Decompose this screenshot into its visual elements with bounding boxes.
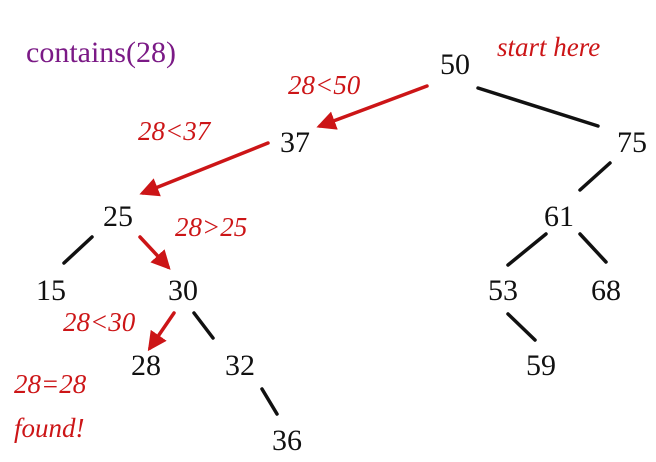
node-28: 28: [131, 349, 161, 382]
result-found-label: found!: [14, 413, 85, 443]
edge-32-36: [260, 387, 279, 416]
tree-edges: [62, 86, 612, 416]
annotations: start here 28<50 28<37 28>25 28<30 28=28…: [14, 32, 600, 443]
edge-30-32: [192, 311, 215, 340]
node-25: 25: [103, 200, 133, 233]
compare-28-50: 28<50: [288, 70, 361, 100]
arrow-37-to-25: [139, 141, 270, 197]
node-50: 50: [440, 48, 470, 81]
arrow-50-to-37: [316, 84, 429, 130]
node-32: 32: [225, 349, 255, 382]
tree-nodes: 50 37 75 25 61 15 30 53 68 28 32 59 36: [36, 48, 647, 457]
arrow-30-to-28: [147, 311, 176, 352]
node-36: 36: [272, 424, 302, 457]
arrow-25-to-30: [138, 235, 171, 270]
compare-28-30: 28<30: [63, 307, 136, 337]
edge-53-59: [506, 312, 537, 342]
node-30: 30: [168, 274, 198, 307]
node-15: 15: [36, 274, 66, 307]
node-68: 68: [591, 274, 621, 307]
edge-75-61: [578, 161, 612, 192]
search-path-arrows: [138, 84, 429, 352]
edge-61-68: [578, 232, 608, 264]
edge-61-53: [506, 232, 548, 267]
start-label: start here: [497, 32, 600, 62]
node-37: 37: [280, 126, 310, 159]
compare-28-25: 28>25: [175, 212, 247, 242]
node-61: 61: [544, 200, 574, 233]
edge-50-75: [476, 86, 600, 128]
node-75: 75: [617, 126, 647, 159]
node-53: 53: [488, 274, 518, 307]
edge-25-15: [62, 235, 94, 265]
node-59: 59: [526, 349, 556, 382]
compare-28-37: 28<37: [138, 116, 212, 146]
result-equal-label: 28=28: [14, 369, 87, 399]
diagram-title: contains(28): [26, 36, 176, 69]
